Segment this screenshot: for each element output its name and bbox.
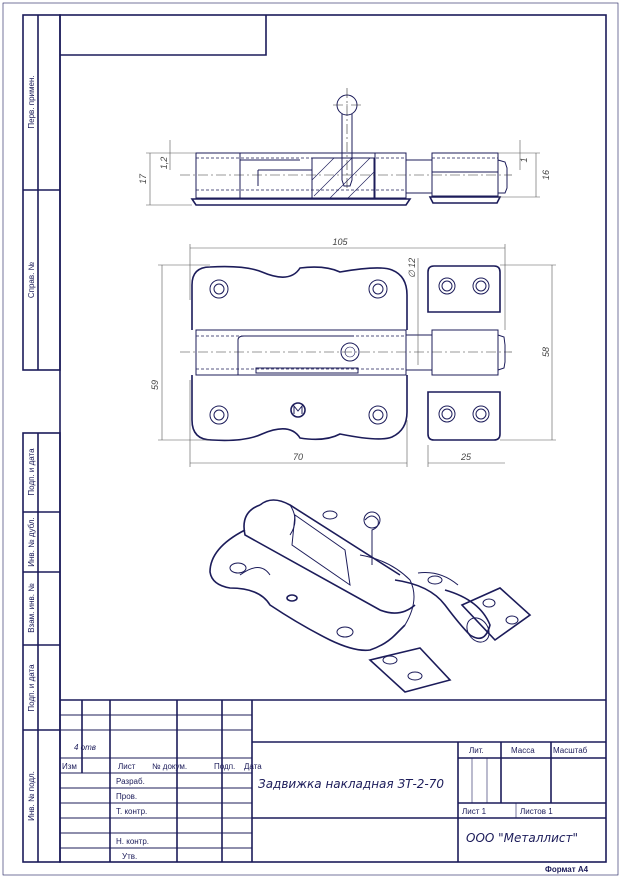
dim-59: 59	[150, 380, 160, 390]
col-date: Дата	[244, 762, 262, 771]
label-perv-primen: Перв. примен.	[27, 75, 36, 128]
side-strip-lower	[22, 432, 61, 863]
row-prov: Пров.	[116, 792, 137, 801]
isometric-view	[209, 499, 532, 693]
label-sprav-no: Справ. №	[27, 261, 36, 298]
title-block	[60, 699, 606, 862]
col-izm: Изм	[62, 762, 77, 771]
col-lit: Лит.	[469, 746, 484, 755]
dim-70: 70	[293, 452, 303, 462]
dim-105: 105	[332, 237, 348, 247]
document-title: Задвижка накладная ЗТ-2-70	[258, 777, 444, 791]
top-left-box	[60, 15, 267, 56]
top-view	[146, 88, 540, 206]
holes-note: 4 отв	[74, 743, 96, 752]
col-doc-no: № докум.	[152, 762, 187, 771]
label-podp-data-2: Подп. и дата	[27, 664, 36, 712]
dim-1-2: 1,2	[159, 157, 169, 170]
format-label: Формат А4	[545, 865, 589, 874]
label-inv-podl: Инв. № подл.	[27, 771, 36, 821]
row-utv: Утв.	[122, 852, 137, 861]
label-vzam-inv: Взам. инв. №	[27, 583, 36, 633]
sheet-number: Лист 1	[462, 807, 487, 816]
label-inv-dubl: Инв. № дубл.	[27, 517, 36, 567]
col-podp: Подп.	[214, 762, 235, 771]
dim-25: 25	[460, 452, 472, 462]
mounting-holes	[209, 277, 490, 425]
dim-1: 1	[519, 157, 529, 162]
dim-16: 16	[541, 170, 551, 180]
col-list: Лист	[118, 762, 136, 771]
row-n-kontr: Н. контр.	[116, 837, 149, 846]
row-razrab: Разраб.	[116, 777, 145, 786]
dim-d12: ∅ 12	[407, 258, 417, 278]
sheet-count: Листов 1	[520, 807, 553, 816]
dim-17: 17	[138, 173, 148, 184]
row-t-kontr: Т. контр.	[116, 807, 147, 816]
side-strip-upper	[22, 14, 61, 371]
col-massa: Масса	[511, 746, 535, 755]
dim-58: 58	[541, 347, 551, 357]
drawing-frame	[59, 14, 607, 863]
organization-name: ООО "Металлист"	[466, 831, 578, 845]
label-podp-data-1: Подп. и дата	[27, 448, 36, 496]
front-view	[158, 244, 556, 467]
logo-m-icon	[290, 402, 306, 418]
col-masshtab: Масштаб	[553, 746, 588, 755]
